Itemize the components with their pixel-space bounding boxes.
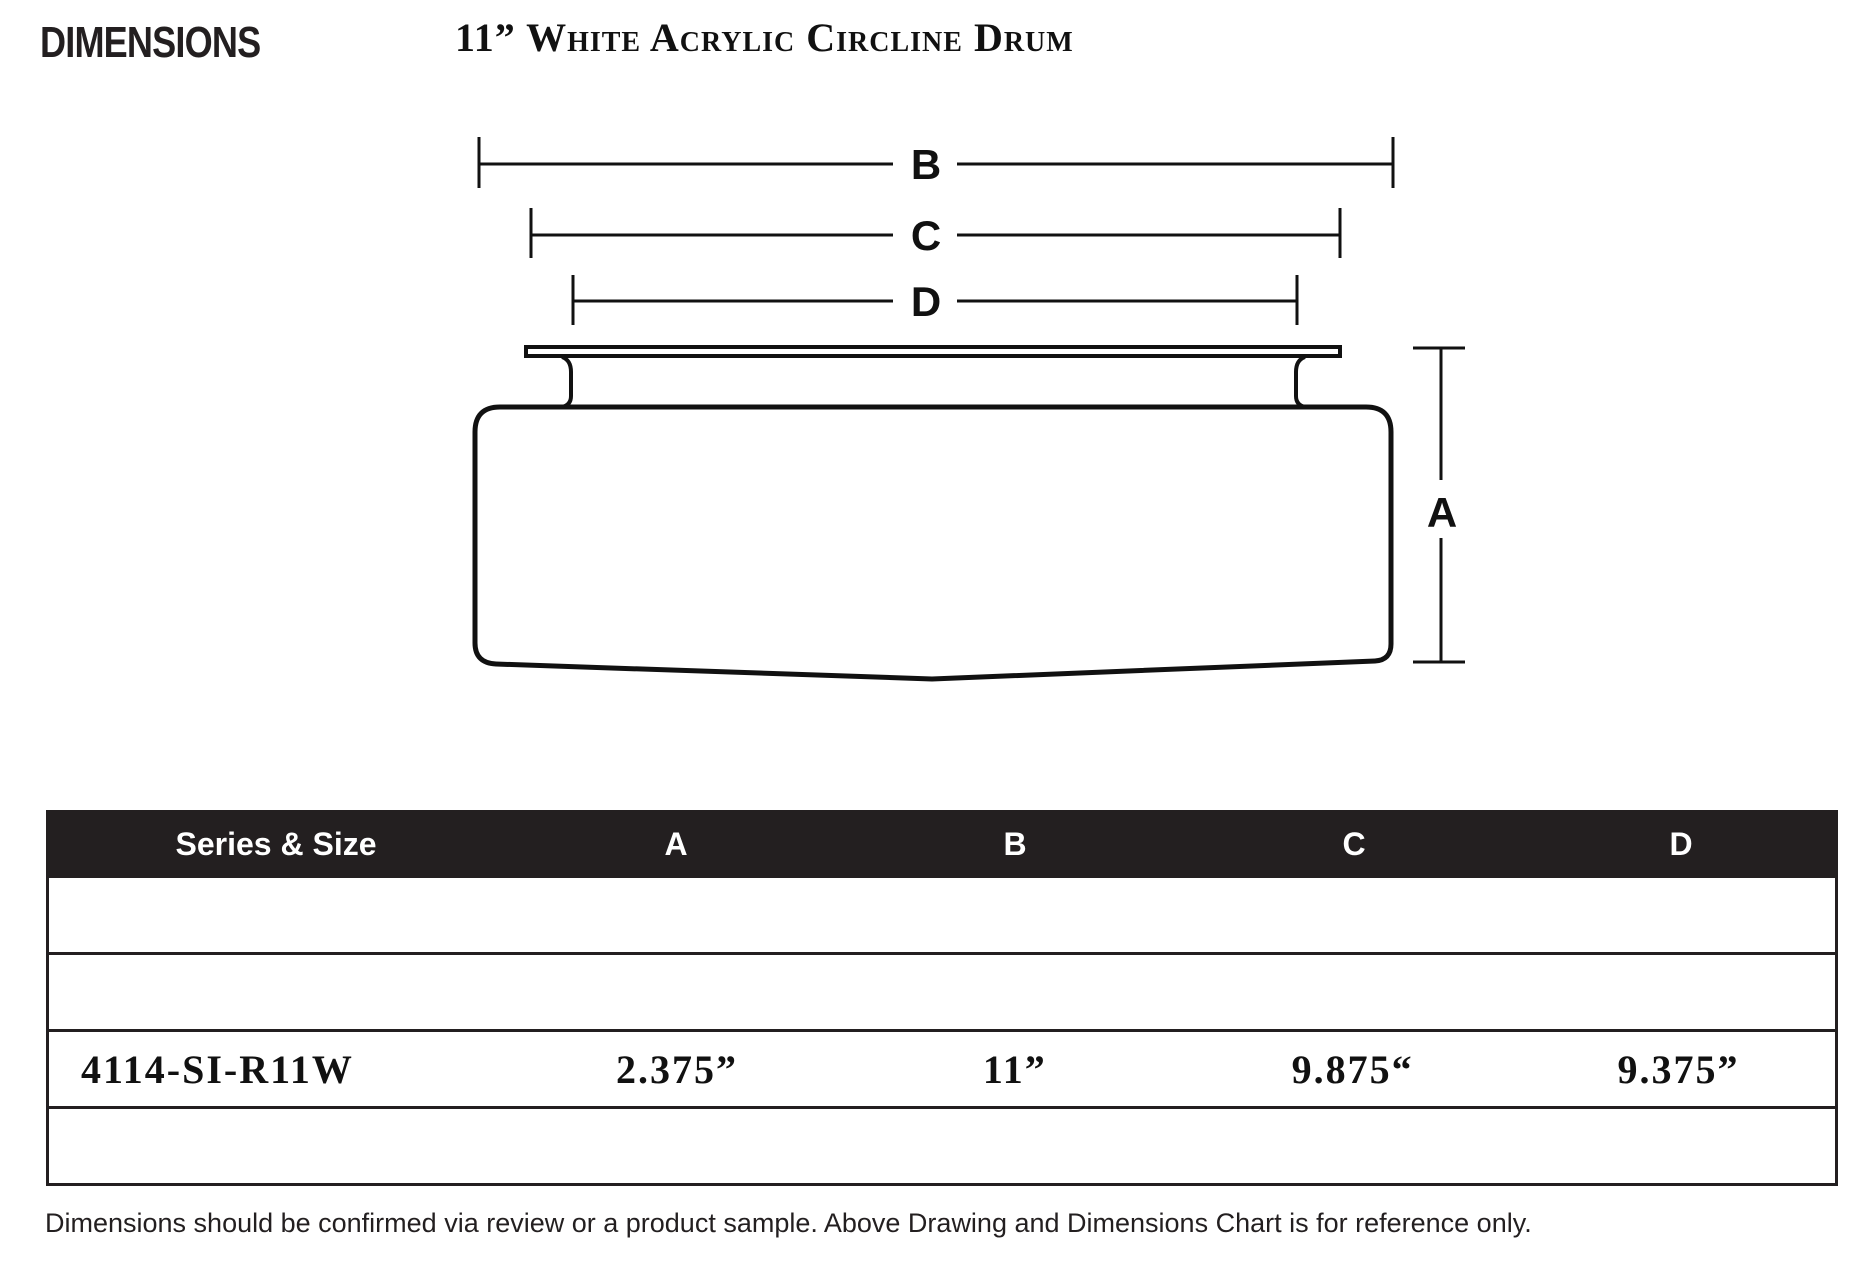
label-d: D — [911, 278, 941, 325]
column-header-series-size: Series & Size — [175, 825, 377, 862]
cell-c: 9.875“ — [1291, 1046, 1414, 1092]
dimensions-table: Series & Size A B C D 4114-SI-R11W 2.375… — [46, 810, 1838, 1186]
table-row — [49, 955, 1835, 1032]
dimension-drawing: B C D A — [472, 137, 1465, 682]
table-row: 4114-SI-R11W 2.375” 11” 9.875“ 9.375” — [49, 1032, 1835, 1109]
label-c: C — [911, 212, 941, 259]
column-header-c: C — [1342, 825, 1366, 862]
table-row — [49, 1109, 1835, 1183]
disclaimer-note: Dimensions should be confirmed via revie… — [45, 1208, 1532, 1238]
label-a: A — [1427, 489, 1457, 536]
table-body: 4114-SI-R11W 2.375” 11” 9.875“ 9.375” — [46, 878, 1838, 1186]
table-row — [49, 878, 1835, 955]
dimension-lines — [477, 137, 1465, 664]
cell-series-size: 4114-SI-R11W — [81, 1046, 354, 1092]
cell-a: 2.375” — [615, 1046, 738, 1092]
column-header-b: B — [1003, 825, 1027, 862]
column-header-a: A — [664, 825, 688, 862]
product-title: 11” White Acrylic Circline Drum — [455, 15, 1074, 60]
cell-b: 11” — [982, 1046, 1047, 1092]
label-b: B — [911, 141, 941, 188]
drum-outline — [472, 345, 1394, 682]
table-header: Series & Size A B C D — [46, 810, 1838, 878]
column-header-d: D — [1669, 825, 1693, 862]
cell-d: 9.375” — [1617, 1046, 1740, 1092]
section-heading: DIMENSIONS — [40, 18, 261, 67]
